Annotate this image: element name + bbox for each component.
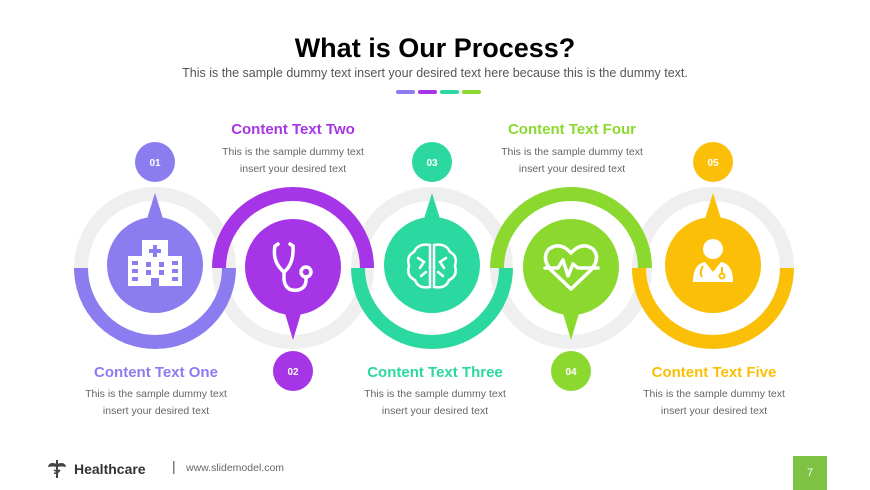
arc-step-3 (351, 267, 513, 349)
accent-bar (396, 90, 415, 94)
step-3-desc-line1: This is the sample dummy text (364, 388, 506, 400)
step-3-desc-line2: insert your desired text (381, 405, 489, 417)
title-accent-bars (396, 90, 481, 94)
step-5-badge (665, 193, 761, 313)
arc-step-2 (212, 187, 374, 269)
page-subtitle: This is the sample dummy text insert you… (182, 66, 688, 80)
footer-logo: Healthcare (46, 458, 146, 480)
step-4-desc-line2: insert your desired text (518, 163, 626, 175)
arc-step-4 (490, 187, 652, 269)
step-3-title: Content Text Three (367, 364, 503, 381)
stethoscope-icon (272, 242, 313, 293)
step-5-desc-line1: This is the sample dummy text (643, 388, 785, 400)
footer-brand: Healthcare (74, 461, 146, 477)
footer-url[interactable]: www.slidemodel.com (186, 462, 285, 474)
arc-step-1 (74, 267, 236, 349)
step-2-desc-line2: insert your desired text (239, 163, 347, 175)
step-4-badge (523, 219, 619, 340)
step-2-desc-line1: This is the sample dummy text (222, 146, 364, 158)
page-number: 7 (793, 456, 827, 490)
step-2-title: Content Text Two (231, 121, 355, 138)
footer-separator: | (172, 458, 176, 474)
step-5-desc-line2: insert your desired text (660, 405, 768, 417)
arc-step-5 (632, 267, 794, 349)
step-1-desc-line1: This is the sample dummy text (85, 388, 227, 400)
step-2-badge (245, 219, 341, 340)
brain-icon (406, 243, 458, 289)
step-3-badge (384, 193, 480, 313)
caduceus-icon (48, 460, 66, 478)
number-circle-01: 01 (135, 142, 175, 182)
heart-pulse-icon (543, 244, 600, 291)
step-1-title: Content Text One (94, 364, 218, 381)
number-label: 03 (426, 158, 438, 169)
accent-bar (462, 90, 481, 94)
number-circle-02: 02 (273, 351, 313, 391)
step-1-desc-line2: insert your desired text (102, 405, 210, 417)
number-circle-03: 03 (412, 142, 452, 182)
step-5-title: Content Text Five (651, 364, 777, 381)
accent-bar (440, 90, 459, 94)
number-label: 01 (149, 158, 161, 169)
number-circle-05: 05 (693, 142, 733, 182)
number-label: 02 (287, 367, 299, 378)
number-label: 05 (707, 158, 719, 169)
number-label: 04 (565, 367, 577, 378)
step-4-desc-line1: This is the sample dummy text (501, 146, 643, 158)
step-4-title: Content Text Four (507, 121, 637, 138)
number-circle-04: 04 (551, 351, 591, 391)
doctor-icon (693, 239, 733, 282)
hospital-icon (128, 240, 182, 286)
page-title: What is Our Process? (294, 33, 576, 63)
accent-bar (418, 90, 437, 94)
